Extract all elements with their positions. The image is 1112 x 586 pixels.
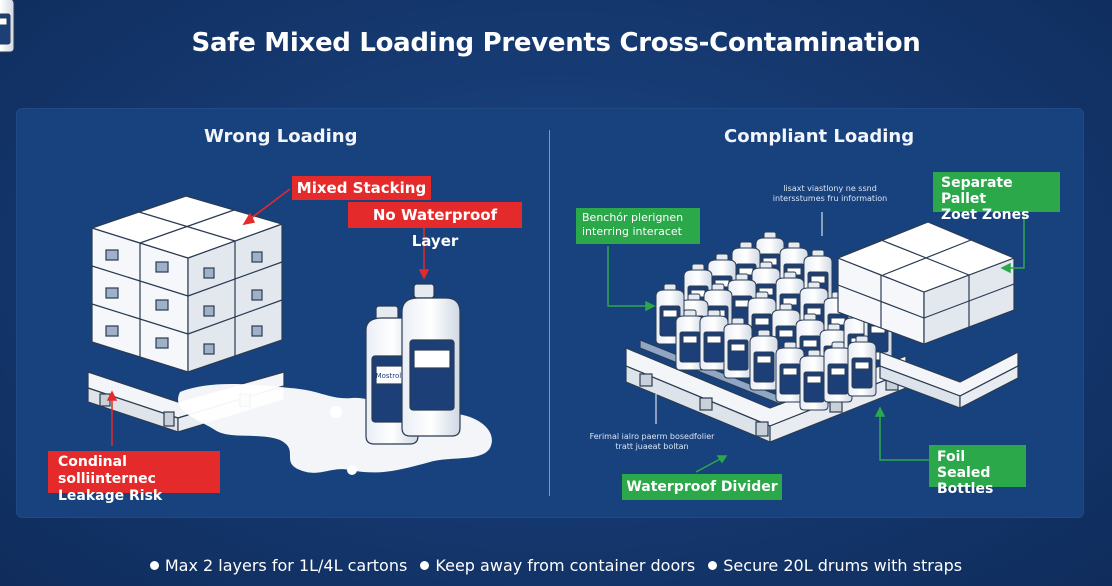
foil-sealed-line-2: Bottles xyxy=(937,481,994,497)
no-waterproof-layer-label: No Waterproof Layer xyxy=(348,202,522,250)
page-title: Safe Mixed Loading Prevents Cross-Contam… xyxy=(191,28,921,58)
leakage-risk-line-2: Leakage Risk xyxy=(58,488,163,504)
left-arrows xyxy=(106,188,430,446)
bottom-note: Ferimal ialro paerm bosedfolier tratt ju… xyxy=(578,432,726,452)
right-carton-pallet xyxy=(836,221,1019,409)
leakage-risk-line-1: Condinal solliinternec xyxy=(58,454,156,487)
left-carton-stack xyxy=(90,195,284,373)
bencher-label: Benchór plerignen interring interacet xyxy=(576,208,700,244)
right-bottle-group xyxy=(0,0,893,411)
footer-tip-1: Max 2 layers for 1L/4L cartons xyxy=(149,556,408,575)
bottom-note-line-2: tratt juaeat boltan xyxy=(615,442,689,451)
footer-tip-2: Keep away from container doors xyxy=(420,556,695,575)
wrong-loading-heading: Wrong Loading xyxy=(204,126,358,147)
bullet-icon xyxy=(708,561,718,570)
footer-tip-1-text: Max 2 layers for 1L/4L cartons xyxy=(164,556,408,575)
leakage-risk-label: Condinal solliinternec Leakage Risk xyxy=(48,451,220,504)
foil-sealed-bottles-label: Foil Sealed Bottles xyxy=(929,445,1026,497)
compliant-loading-heading: Compliant Loading xyxy=(724,126,915,147)
bullet-icon xyxy=(420,561,430,570)
footer-tip-3: Secure 20L drums with straps xyxy=(708,556,962,575)
footer-tip-2-text: Keep away from container doors xyxy=(435,556,696,575)
bencher-line-1: Benchór plerignen xyxy=(582,211,684,224)
bottom-note-line-1: Ferimal ialro paerm bosedfolier xyxy=(589,432,715,441)
footer-tip-3-text: Secure 20L drums with straps xyxy=(723,556,963,575)
section-divider xyxy=(549,130,550,496)
top-note-line-1: lisaxt viastlony ne ssnd xyxy=(783,184,877,193)
left-bottle-label: Mostrolar xyxy=(376,372,409,380)
separate-pallet-line-2: Zoet Zones xyxy=(941,207,1030,223)
footer-tips: Max 2 layers for 1L/4L cartons Keep away… xyxy=(0,556,1112,575)
right-arrows xyxy=(607,212,1025,473)
mixed-stacking-label: Mixed Stacking xyxy=(292,176,431,200)
separate-pallet-line-1: Separate Pallet xyxy=(941,175,1013,207)
liquid-spill xyxy=(178,384,492,473)
separate-pallet-zones-label: Separate Pallet Zoet Zones xyxy=(933,172,1060,223)
top-note-line-2: intersstumes fru information xyxy=(772,194,888,203)
top-note: lisaxt viastlony ne ssnd intersstumes fr… xyxy=(760,184,900,204)
left-bottle-back xyxy=(401,283,461,437)
bullet-icon xyxy=(149,561,159,570)
foil-sealed-line-1: Foil Sealed xyxy=(937,449,991,481)
bencher-line-2: interring interacet xyxy=(582,225,682,238)
waterproof-divider-label: Waterproof Divider xyxy=(622,474,782,500)
